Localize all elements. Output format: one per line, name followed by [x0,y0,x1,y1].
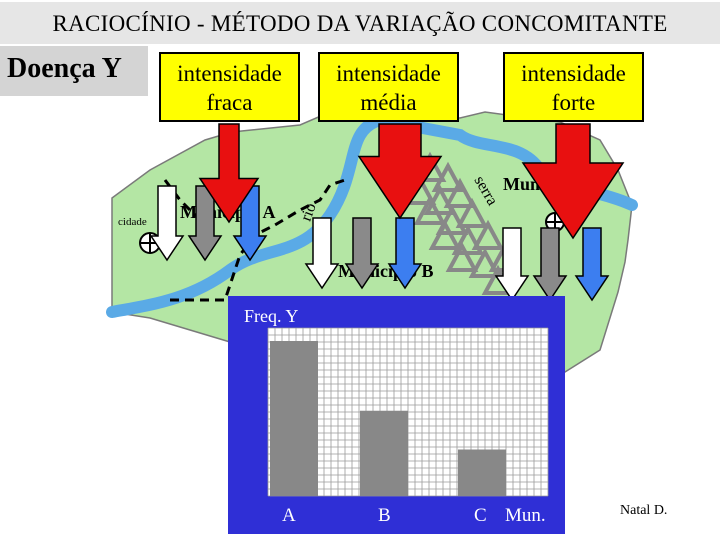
intensity-box-line2: média [360,90,417,115]
municipality-border-2 [163,179,211,227]
chart-panel [228,296,565,534]
page-title: RACIOCÍNIO - MÉTODO DA VARIAÇÃO CONCOMIT… [0,2,720,44]
chart-bar-c [458,449,506,496]
chart-xtick-a: A [282,505,296,526]
arrow-white-icon [149,185,185,262]
chart-bar-b [360,410,408,496]
arrow-red-strong-icon [521,123,625,240]
intensity-box-medium: intensidade média [318,52,459,122]
mountain-peak-icon [443,177,477,208]
arrow-gray-icon [344,217,380,290]
arrow-white-icon [494,227,530,302]
arrow-blue-icon [232,185,268,262]
credit-text: Natal D. [620,503,668,518]
arrow-blue-icon [387,217,423,290]
mountain-peak-icon [445,241,479,272]
mountain-peak-icon [413,194,447,225]
chart-xtick-c: C [474,505,487,526]
mountain-peak-icon [455,197,489,228]
intensity-box-line1: intensidade [177,61,282,86]
chart-ylabel: Freq. Y [244,306,299,326]
label-cidade: cidade [118,216,147,228]
mountain-peak-icon [431,161,465,192]
intensity-box-line2: fraca [206,90,253,115]
mountain-range-icon [403,151,522,295]
mountain-peak-icon [468,247,502,278]
intensity-box-strong: intensidade forte [503,52,644,122]
arrow-red-weak-icon [198,123,260,224]
arrow-red-medium-icon [357,123,443,220]
intensity-box-weak: intensidade fraca [159,52,300,122]
chart-bar-a [270,341,318,496]
chart-xlabel: Mun. [505,505,546,526]
bar-chart [267,327,549,497]
intensity-box-line1: intensidade [336,61,441,86]
municipality-border [170,178,346,302]
disease-label: Doença Y [0,46,148,96]
arrow-gray-icon [532,227,568,302]
chart-xtick-b: B [378,505,391,526]
intensity-box-line1: intensidade [521,61,626,86]
arrow-blue-icon [574,227,610,302]
mountain-peak-icon [428,219,462,250]
intensity-box-line2: forte [551,90,596,115]
mountain-peak-icon [423,184,457,215]
mountain-peak-icon [471,219,505,250]
arrow-white-icon [304,217,340,290]
